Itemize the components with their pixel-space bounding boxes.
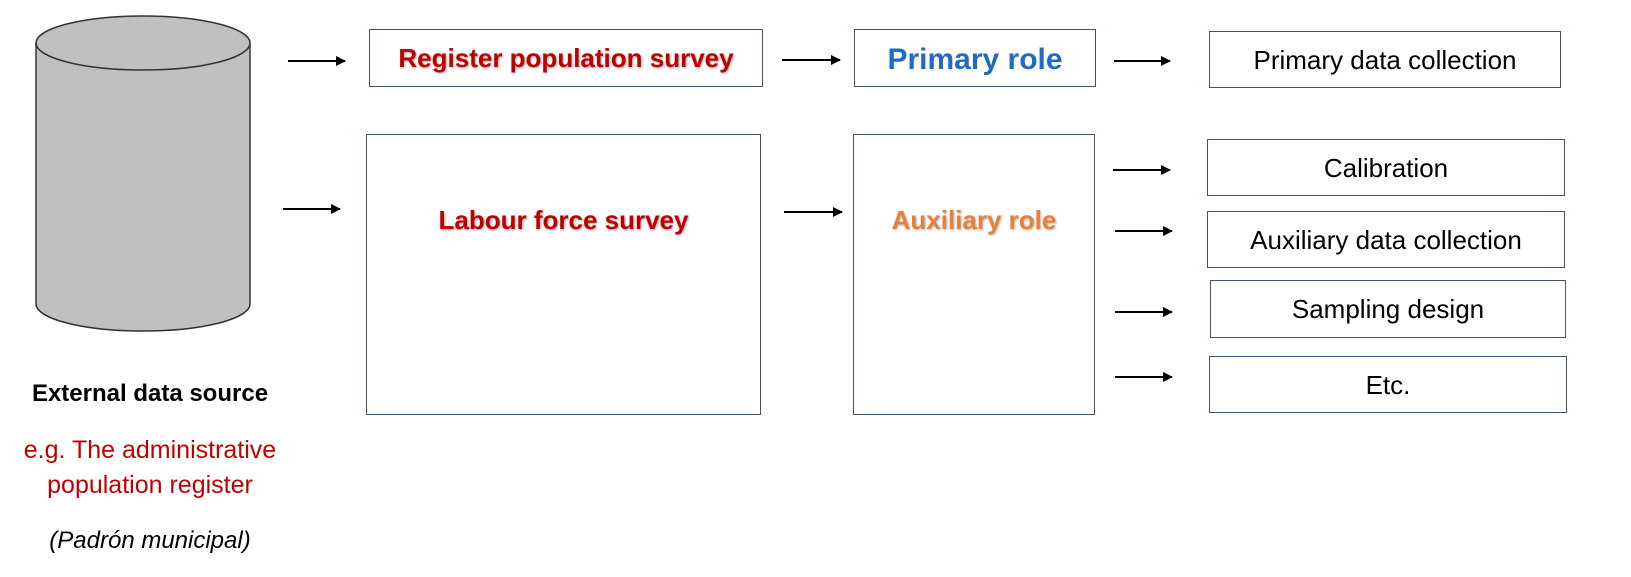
database-cylinder-icon (35, 15, 251, 332)
etc-box: Etc. (1209, 356, 1567, 413)
source-example-line2: population register (47, 471, 253, 499)
primary-role-box: Primary role (854, 29, 1096, 87)
source-local-name: (Padrón municipal) (49, 527, 251, 554)
register-survey-box: Register population survey (369, 29, 763, 87)
register-survey-label: Register population survey (398, 43, 734, 73)
sampling-design-label: Sampling design (1291, 294, 1485, 324)
primary-role-label: Primary role (887, 43, 1063, 76)
calibration-label: Calibration (1323, 153, 1449, 183)
source-title: External data source (31, 380, 269, 407)
labour-survey-label: Labour force survey (438, 205, 689, 235)
labour-survey-box: Labour force survey (366, 134, 761, 415)
auxiliary-data-collection-label: Auxiliary data collection (1250, 225, 1522, 255)
primary-data-collection-box: Primary data collection (1209, 31, 1561, 88)
primary-data-collection-label: Primary data collection (1253, 45, 1517, 75)
auxiliary-data-collection-box: Auxiliary data collection (1207, 211, 1565, 268)
auxiliary-role-box: Auxiliary role (853, 134, 1095, 415)
calibration-box: Calibration (1207, 139, 1565, 196)
etc-label: Etc. (1365, 370, 1411, 400)
auxiliary-role-label: Auxiliary role (891, 205, 1057, 235)
source-example-line1: e.g. The administrative (23, 436, 277, 464)
sampling-design-box: Sampling design (1210, 280, 1566, 338)
